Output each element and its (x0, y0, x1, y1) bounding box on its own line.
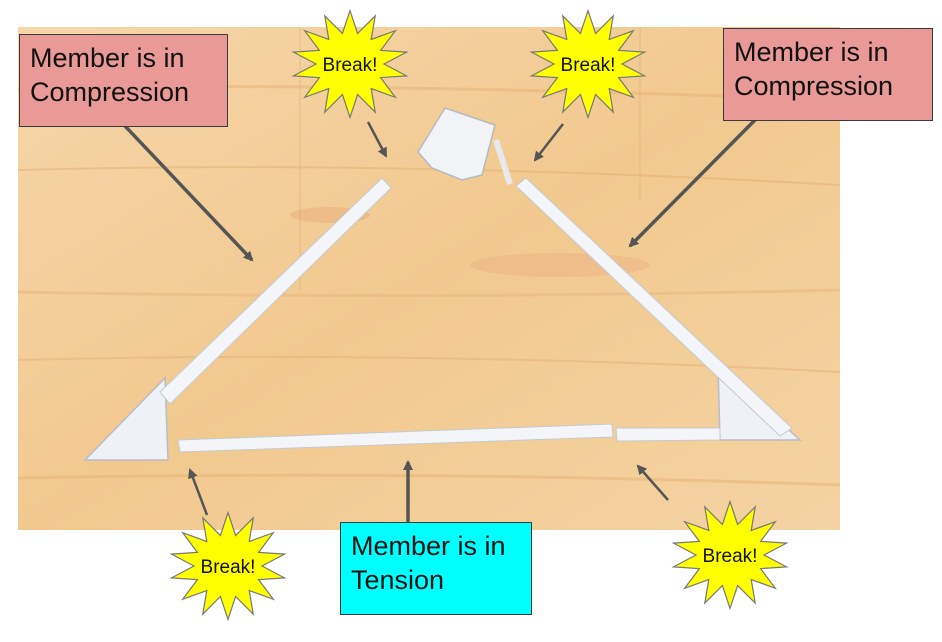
break-burst-bottom-right: Break! (671, 499, 789, 611)
left-gusset (83, 376, 169, 461)
arrow-break-bottom-right (636, 464, 669, 501)
arrow-compression-right (628, 118, 757, 248)
left-compression-member (159, 177, 392, 405)
arrow-break-top-right (533, 123, 564, 162)
truss-structure (83, 107, 802, 461)
compression-left-line2: Compression (30, 77, 190, 107)
break-burst-top-left: Break! (291, 8, 409, 120)
compression-label-left: Member is in Compression (19, 34, 228, 127)
tension-line1: Member is in (351, 531, 506, 561)
arrows (123, 118, 757, 522)
break-burst-bottom-left: Break! (169, 510, 287, 622)
broken-top-joint (417, 107, 496, 181)
bottom-tension-member-right (615, 427, 721, 442)
burst-label-bottom-left: Break! (201, 557, 256, 578)
tension-label: Member is in Tension (340, 522, 532, 615)
arrow-break-top-left (366, 121, 388, 158)
compression-right-line1: Member is in (734, 37, 889, 67)
arrow-compression-left (123, 124, 254, 262)
tension-line2: Tension (351, 565, 445, 595)
compression-right-line2: Compression (734, 71, 894, 101)
right-compression-member (515, 177, 793, 437)
compression-label-right: Member is in Compression (723, 28, 933, 121)
burst-label-top-left: Break! (323, 55, 378, 76)
burst-label-top-right: Break! (561, 55, 616, 76)
compression-left-line1: Member is in (30, 43, 185, 73)
break-burst-top-right: Break! (529, 8, 647, 120)
bottom-tension-member-left (177, 423, 614, 453)
arrow-break-bottom-left (188, 468, 209, 516)
burst-label-bottom-right: Break! (703, 546, 758, 567)
